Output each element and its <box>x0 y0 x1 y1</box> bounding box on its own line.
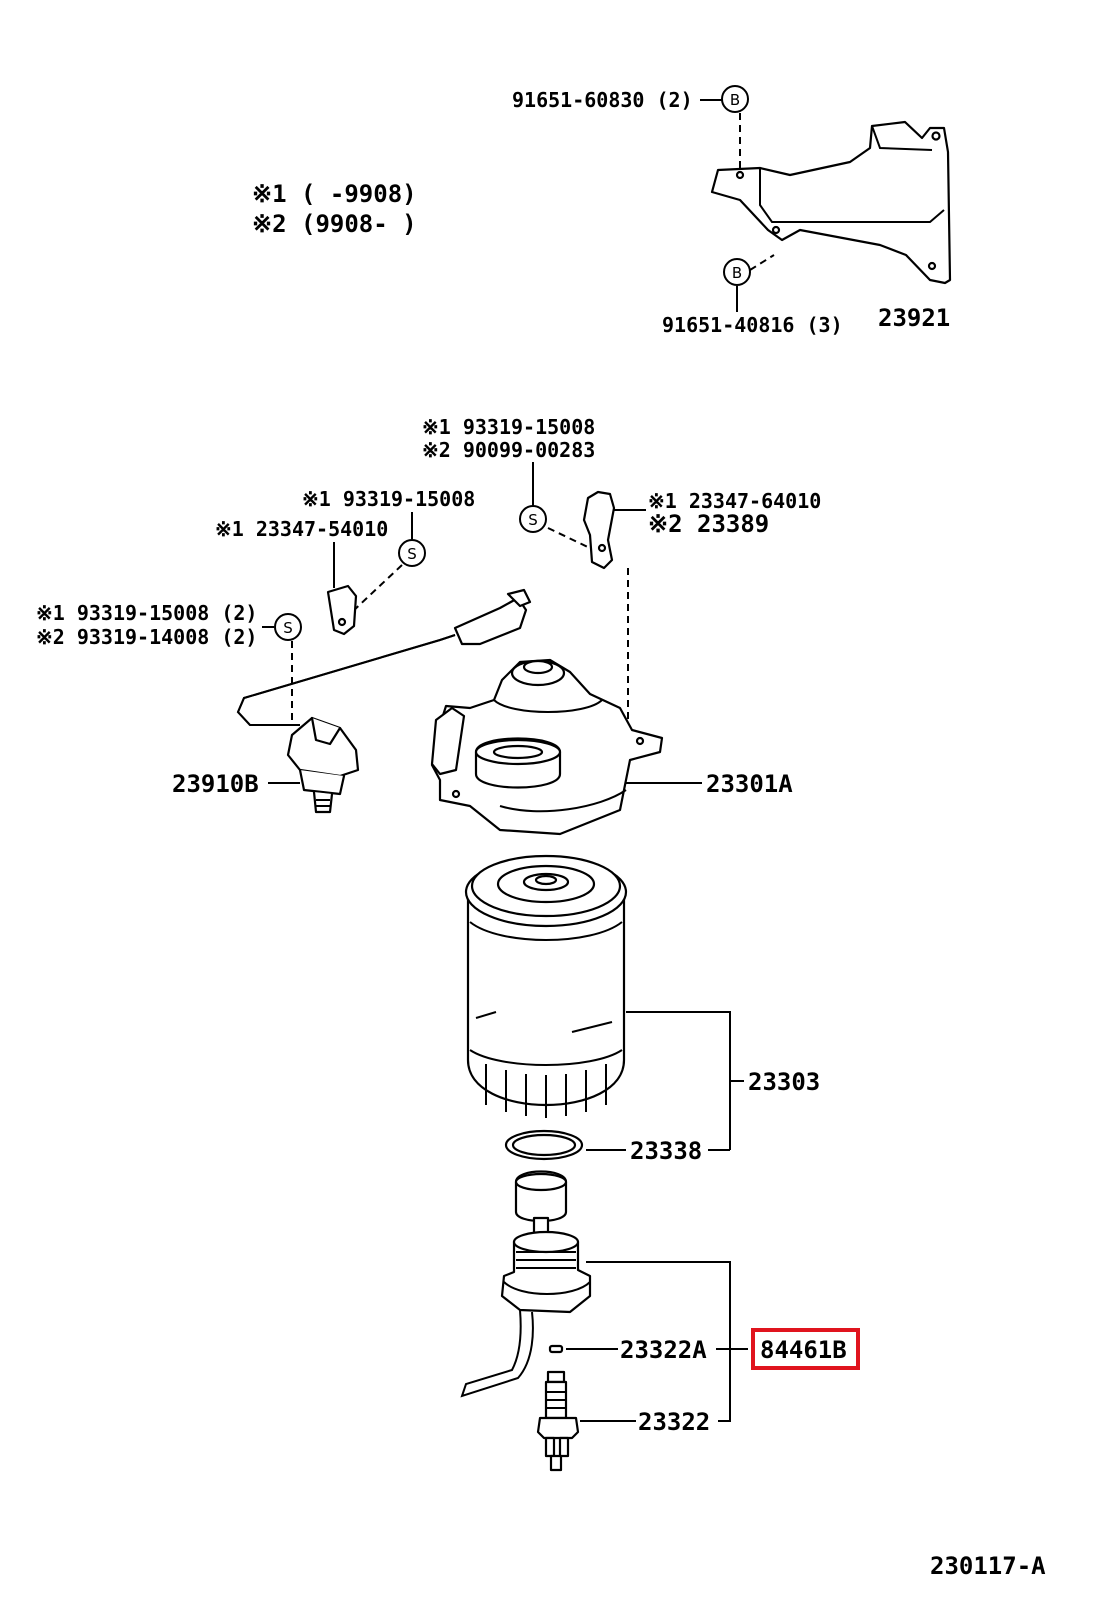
label-23338: 23338 <box>630 1137 702 1165</box>
highlight-box <box>751 1328 860 1370</box>
note-1: ※1 ( -9908) <box>252 180 417 208</box>
label-clamp-left: ※1 23347-54010 <box>215 517 388 541</box>
clamp-left <box>326 584 358 636</box>
bracket-23921 <box>710 120 952 285</box>
svg-text:B: B <box>732 264 742 282</box>
label-91651-40816: 91651-40816 (3) <box>662 313 843 337</box>
filter-body-23301a <box>430 658 664 836</box>
float-part <box>514 1170 568 1236</box>
label-23301a: 23301A <box>706 770 793 798</box>
label-clamp-right-1: ※1 23347-64010 <box>648 489 821 513</box>
label-screw-left-2: ※2 93319-14008 (2) <box>36 625 257 649</box>
filter-element-23303 <box>464 854 628 1118</box>
circle-s-left: S <box>274 613 302 641</box>
svg-text:S: S <box>283 619 293 637</box>
o-ring-23338 <box>504 1129 584 1161</box>
label-23322a: 23322A <box>620 1336 707 1364</box>
svg-text:B: B <box>730 91 740 109</box>
drain-cock-body <box>460 1230 592 1398</box>
switch-23910b <box>236 588 532 814</box>
circle-s-mid: S <box>398 539 426 567</box>
label-23322: 23322 <box>638 1408 710 1436</box>
clamp-right <box>582 490 616 570</box>
drain-pin-23322a <box>548 1344 564 1354</box>
label-23910b: 23910B <box>172 770 259 798</box>
sensor-23322 <box>536 1370 580 1472</box>
label-23921: 23921 <box>878 304 950 332</box>
label-84461b[interactable]: 84461B <box>760 1336 847 1364</box>
label-screw-left-1: ※1 93319-15008 (2) <box>36 601 257 625</box>
circle-b-top: B <box>721 85 749 113</box>
label-91651-60830: 91651-60830 (2) <box>512 88 693 112</box>
circle-b-bottom: B <box>723 258 751 286</box>
svg-text:S: S <box>407 545 417 563</box>
circle-s-top: S <box>519 505 547 533</box>
label-clamp-right-2: ※2 23389 <box>648 510 769 538</box>
svg-text:S: S <box>528 511 538 529</box>
note-2: ※2 (9908- ) <box>252 210 417 238</box>
label-screw-top-1: ※1 93319-15008 <box>422 415 595 439</box>
diagram-id: 230117-A <box>930 1552 1046 1580</box>
label-screw-top-2: ※2 90099-00283 <box>422 438 595 462</box>
label-23303: 23303 <box>748 1068 820 1096</box>
label-screw-mid: ※1 93319-15008 <box>302 487 475 511</box>
